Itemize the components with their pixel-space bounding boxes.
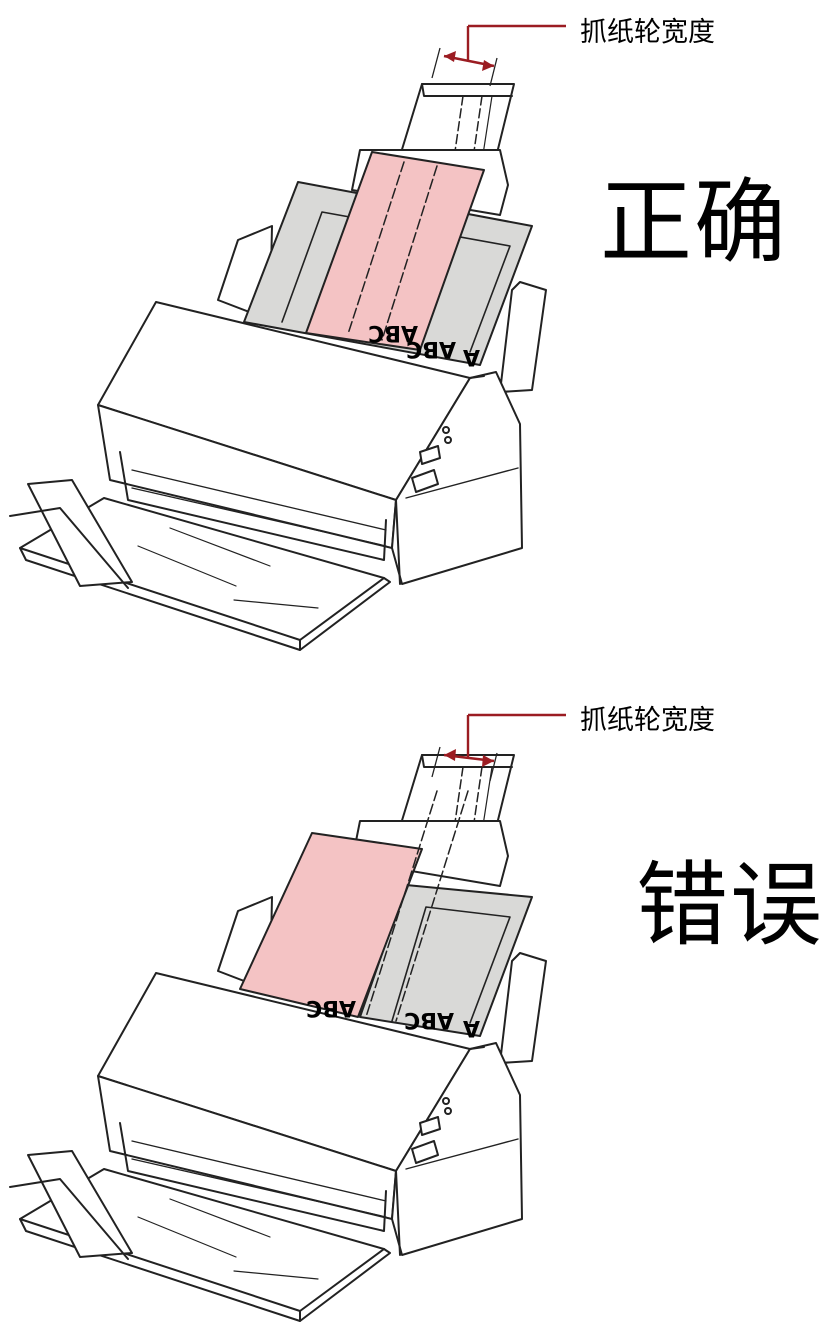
scanner-illustration-correct: ABC ABC A (9, 24, 566, 651)
pick-roller-width-callout (431, 24, 566, 87)
panel-incorrect: ABC ABC A 抓纸轮宽度 错误 (0, 671, 835, 1341)
pick-roller-width-callout (431, 713, 566, 782)
control-button (411, 1140, 439, 1164)
verdict-correct: 正确 (600, 169, 789, 276)
verdict-incorrect: 错误 (636, 852, 825, 959)
document-pink (239, 832, 423, 1018)
sheet-label-gray-1: ABC (404, 1007, 454, 1032)
control-button-2 (419, 445, 441, 465)
pick-roller-width-label: 抓纸轮宽度 (580, 705, 715, 736)
scanner-illustration-incorrect: ABC ABC A (9, 713, 566, 1322)
chute-upper (351, 820, 509, 887)
panel-correct: ABC ABC A 抓纸轮宽度 正确 (0, 0, 835, 670)
pick-roller-width-label: 抓纸轮宽度 (580, 17, 715, 48)
sheet-label-pink: ABC (306, 995, 356, 1020)
control-button (411, 469, 439, 493)
sheet-label-gray-2: A (463, 1015, 480, 1040)
sheet-label-gray-2: A (463, 344, 480, 369)
side-guide-right (499, 281, 547, 393)
sheet-label-pink: ABC (368, 320, 418, 345)
sheet-label-gray-1: ABC (406, 336, 456, 361)
control-button-2 (419, 1116, 441, 1136)
side-guide-right (499, 952, 547, 1064)
document-pink (305, 151, 485, 351)
